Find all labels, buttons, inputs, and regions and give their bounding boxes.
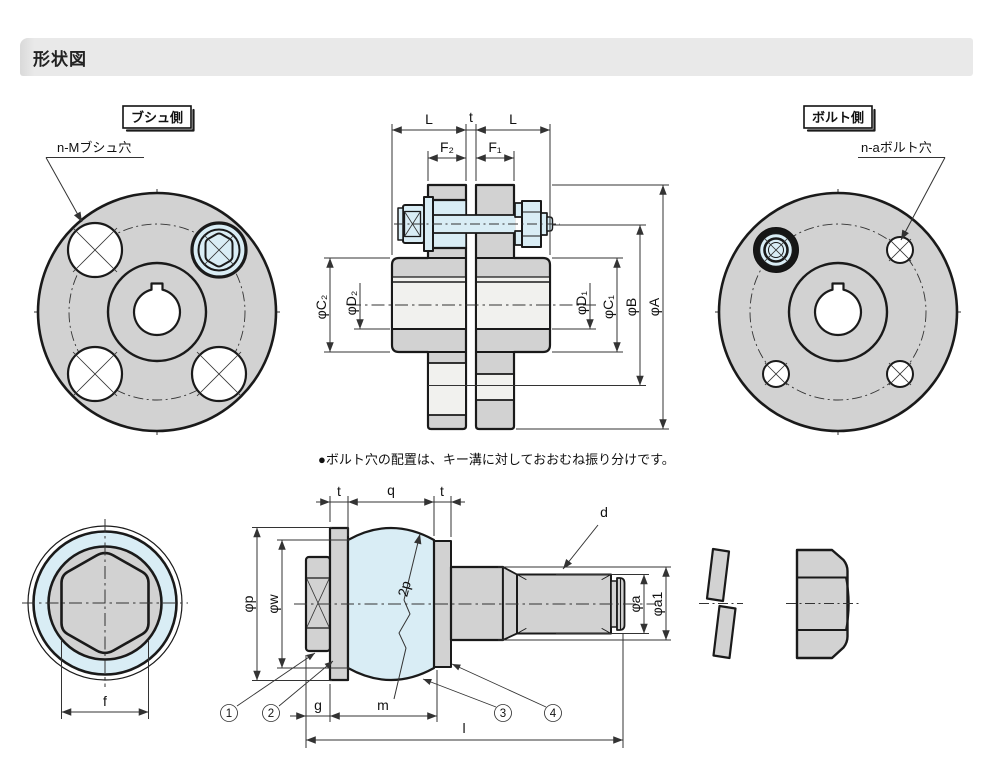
f-dimension: f xyxy=(61,640,149,719)
dim-phiC2: φC₂ xyxy=(313,295,329,320)
section-bolt-assembly xyxy=(394,196,560,252)
dim-phiC1: φC₁ xyxy=(600,295,616,319)
callout-1: 1 xyxy=(226,708,232,720)
callout-2: 2 xyxy=(268,708,274,720)
bores xyxy=(391,276,551,330)
part-callouts: 1 2 3 4 xyxy=(220,652,562,722)
bolt-hole-note: ●ボルト穴の配置は、キー溝に対しておおむね振り分けです。 xyxy=(318,452,675,467)
bush-side-label: ブシュ側 xyxy=(131,110,183,125)
bolt-side-label-box: ボルト側 xyxy=(803,105,876,132)
bolt-hole-annotation: n-aボルト穴 xyxy=(858,140,946,241)
dim-d: d xyxy=(600,504,608,520)
section-dimensions: L t L F₂ F₁ φA φB φC₁ φD₁ φC₂ φD₂ xyxy=(313,109,669,430)
dim-phiD1: φD₁ xyxy=(573,291,589,315)
bush-holes xyxy=(66,221,248,403)
dim-t-gap: t xyxy=(469,109,473,125)
callout-3: 3 xyxy=(500,708,506,720)
bush-hole-annotation-text: n-Mブシュ穴 xyxy=(57,140,131,155)
bush-end-view: f xyxy=(22,519,188,719)
dim-F2: F₂ xyxy=(440,139,454,155)
bush-hole-annotation: n-Mブシュ穴 xyxy=(45,140,144,223)
dim-F1: F₁ xyxy=(488,139,502,155)
dim-t-left: t xyxy=(337,483,341,499)
callout-4: 4 xyxy=(550,708,557,720)
dim-m: m xyxy=(377,697,389,713)
bush-side-flange-view: ブシュ側 n-Mブシュ穴 xyxy=(34,105,280,435)
dim-g: g xyxy=(314,697,322,713)
bolt-holes xyxy=(762,236,914,388)
dim-phiD2: φD₂ xyxy=(343,291,359,316)
dim-phip: φp xyxy=(240,595,256,612)
bolt-side-label: ボルト側 xyxy=(812,110,864,125)
detail-parts xyxy=(294,526,656,682)
hub-step-lines xyxy=(427,257,515,353)
bolt-bush-detail-view: t q t φp φw 2p d φa φa1 g xyxy=(220,482,671,748)
dim-L-left: L xyxy=(425,111,433,127)
dim-L-right: L xyxy=(509,111,517,127)
installed-bolt-head xyxy=(753,227,799,273)
dim-phiB: φB xyxy=(623,298,639,316)
dim-f: f xyxy=(103,693,107,709)
spring-washer-side-view xyxy=(699,547,743,660)
dim-phiA: φA xyxy=(646,297,662,316)
detail-dimensions: t q t φp φw 2p d φa φa1 g xyxy=(240,482,671,748)
bush-side-label-box: ブシュ側 xyxy=(122,105,195,132)
dim-q: q xyxy=(387,482,395,498)
dim-t-right: t xyxy=(440,483,444,499)
bolt-circle xyxy=(749,223,927,401)
bore-with-keyway xyxy=(813,282,863,337)
bolt-circle xyxy=(68,223,246,401)
dim-phia: φa xyxy=(627,595,643,612)
coupling-section-view: L t L F₂ F₁ φA φB φC₁ φD₁ φC₂ φD₂ xyxy=(313,109,669,431)
bolt-side-flange-view: ボルト側 n-aボルト穴 xyxy=(715,105,961,435)
hex-socket xyxy=(60,551,150,655)
dim-phia1: φa1 xyxy=(649,591,665,616)
page-title: 形状図 xyxy=(33,49,87,69)
bolt-hole-annotation-text: n-aボルト穴 xyxy=(861,140,932,155)
nut-side-view xyxy=(786,548,860,660)
dim-l: l xyxy=(462,720,465,736)
bore-with-keyway xyxy=(132,282,182,337)
installed-bush xyxy=(190,221,248,279)
section-header-bar: 形状図 xyxy=(20,38,973,76)
dim-phiw: φw xyxy=(265,594,281,614)
dim-2p: 2p xyxy=(394,579,414,598)
lower-holes xyxy=(427,362,515,416)
